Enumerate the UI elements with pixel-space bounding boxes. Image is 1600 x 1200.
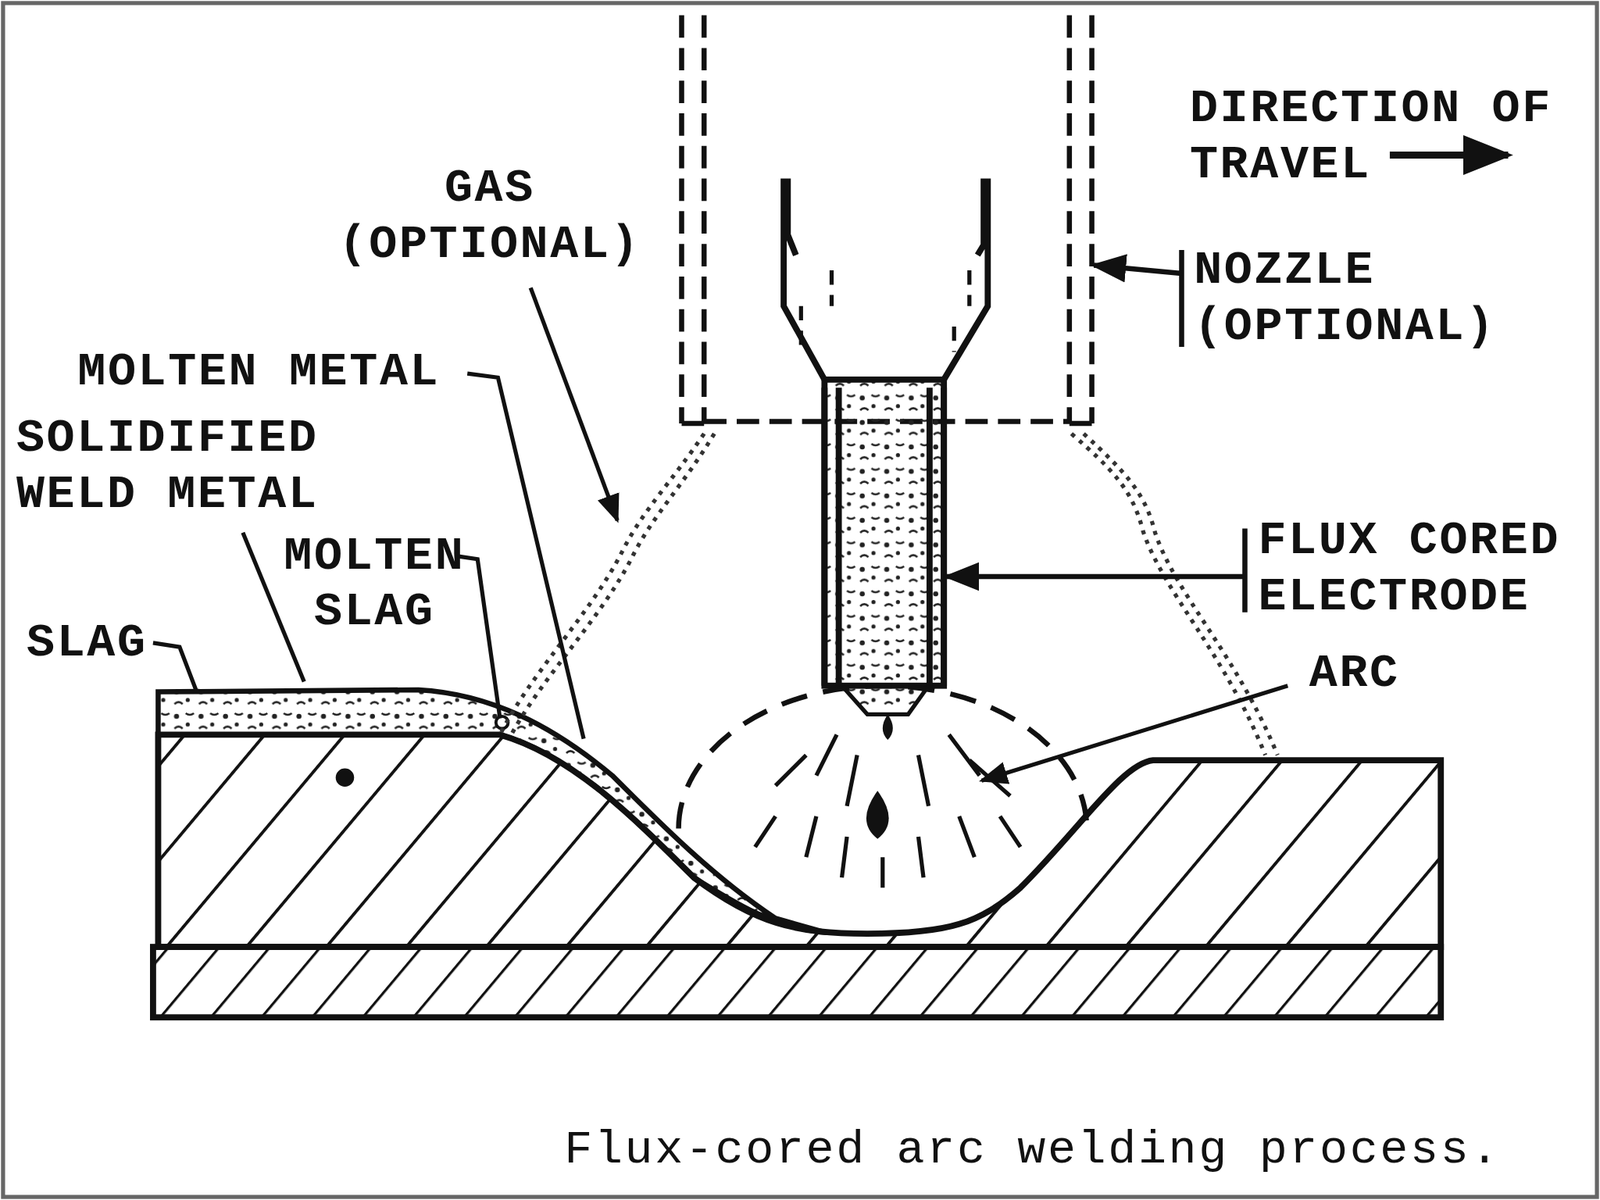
part-label: ARC (1309, 646, 1433, 703)
part-label: SLAG (26, 615, 190, 672)
part-label: DIRECTION OF TRAVEL (1189, 81, 1570, 194)
part-label: FLUX CORED ELECTRODE (1257, 513, 1577, 626)
leader-line (530, 287, 618, 521)
workpiece (157, 734, 1441, 947)
gas-flow (510, 433, 715, 737)
metal-droplet (882, 714, 893, 740)
gas-flow (1071, 433, 1265, 755)
metal-droplet (866, 790, 890, 839)
part-label: SOLIDIFIED WELD METAL (16, 410, 343, 524)
part-label: GAS (OPTIONAL) (336, 160, 643, 274)
part-label: NOZZLE (OPTIONAL) (1193, 242, 1500, 356)
electrode-sheath (824, 387, 944, 686)
leader-line (467, 373, 584, 740)
caption-text: Flux-cored arc welding process. (564, 1122, 1585, 1179)
part-label: MOLTEN METAL (77, 344, 507, 401)
contact-tube-shading (800, 270, 970, 352)
leader-line (981, 685, 1288, 781)
travel-arrow (1389, 151, 1509, 159)
nozzle-outline (681, 15, 1092, 424)
slag-layer (157, 689, 827, 933)
leader-line (153, 642, 197, 690)
frame-border (3, 3, 1597, 1197)
flux-cored-electrode (824, 379, 944, 686)
part-label: MOLTEN SLAG (267, 528, 482, 642)
contact-tube (783, 178, 988, 380)
base-plate (153, 946, 1441, 1018)
arc-rays (755, 734, 1022, 888)
gas-flow (1083, 433, 1278, 755)
weld-dot (335, 768, 355, 788)
bracket-leader (946, 528, 1245, 613)
bracket-leader (1093, 250, 1182, 347)
